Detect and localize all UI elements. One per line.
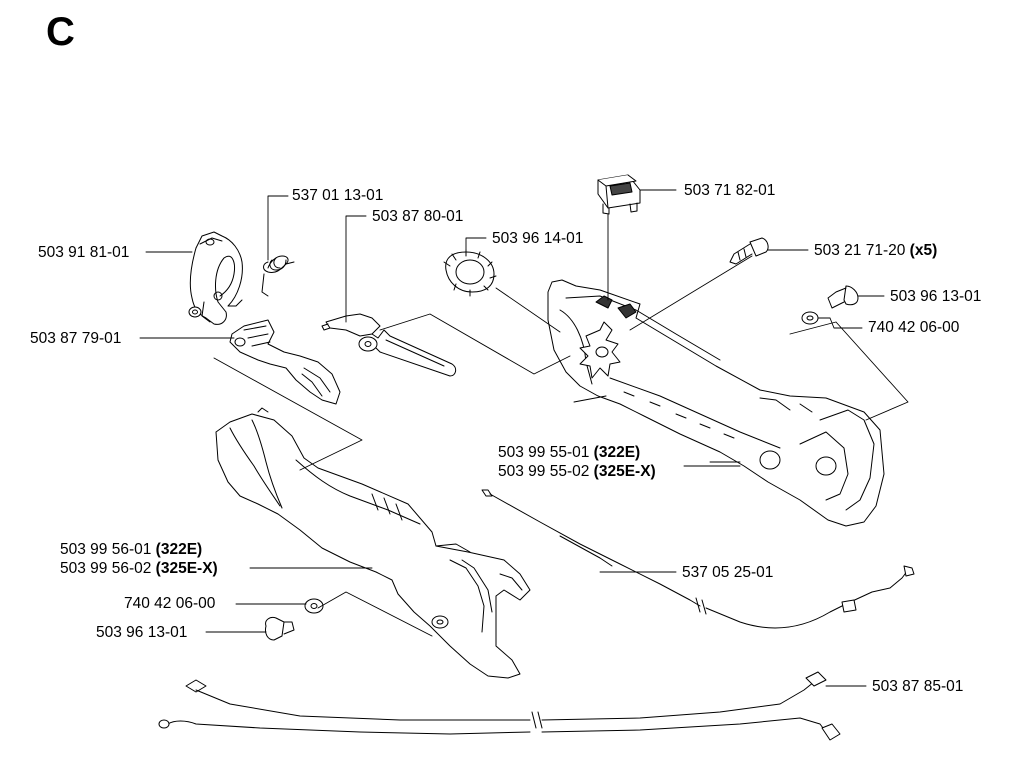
- clamp-part: [188, 231, 243, 325]
- throttle-cable-part: [481, 489, 915, 629]
- callout-handle-lower-325: 503 99 56-02 (325E-X): [60, 560, 218, 577]
- callout-right-screw: 503 96 13-01: [890, 288, 982, 305]
- callout-throttle-lever: 503 87 80-01: [372, 208, 464, 225]
- callout-throttle-cable: 537 05 25-01: [682, 564, 774, 581]
- section-letter: C: [46, 10, 75, 54]
- callout-wire-harness: 503 87 85-01: [872, 678, 964, 695]
- callout-left-screw: 503 96 13-01: [96, 624, 188, 641]
- callout-clamp: 503 91 81-01: [38, 244, 130, 261]
- callout-top-latch: 537 01 13-01: [292, 187, 384, 204]
- left-washer-part: [304, 598, 324, 614]
- right-screw-part: [827, 285, 859, 309]
- callout-handle-screw: 503 21 71-20 (x5): [814, 242, 938, 259]
- callout-handle-half-325: 503 99 55-02 (325E-X): [498, 463, 656, 480]
- callout-left-washer: 740 42 06-00: [124, 595, 216, 612]
- guide-ring-part: [443, 249, 497, 297]
- callout-right-washer: 740 42 06-00: [868, 319, 960, 336]
- handle-screw-part: [729, 237, 769, 265]
- upper-handle-part: [547, 279, 885, 527]
- throttle-trigger-part: [229, 319, 341, 405]
- callout-cable-guide-ring: 503 96 14-01: [492, 230, 584, 247]
- leader-lines: [139, 189, 909, 687]
- right-washer-part: [801, 311, 819, 325]
- callout-handle-lower-322: 503 99 56-01 (322E): [60, 541, 203, 558]
- left-screw-part: [265, 617, 295, 641]
- callout-throttle-trigger: 503 87 79-01: [30, 330, 122, 347]
- switch-part: [597, 174, 641, 215]
- lower-handle-part: [215, 407, 531, 679]
- callout-drive-switch: 503 71 82-01: [684, 182, 776, 199]
- throttle-lever-part: [321, 313, 457, 377]
- callout-handle-half-322: 503 99 55-01 (322E): [498, 444, 641, 461]
- wire-harness-part: [158, 671, 841, 741]
- latch-spring-part: [261, 255, 295, 297]
